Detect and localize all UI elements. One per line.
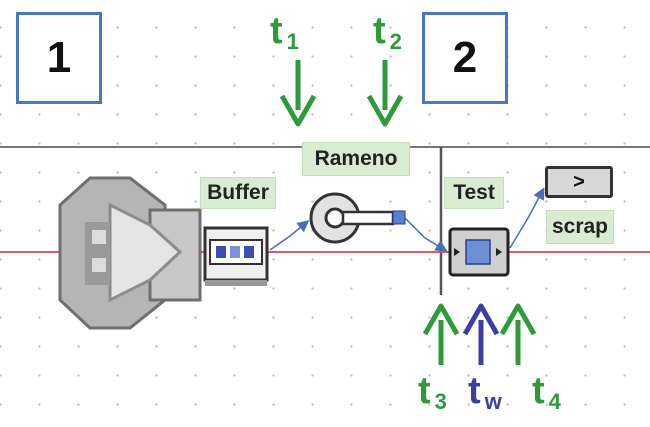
arrow-t1 (279, 60, 317, 127)
source-machine-icon[interactable] (58, 176, 202, 330)
chevron-right-icon: > (573, 170, 585, 193)
zone-1-box: 1 (16, 12, 102, 104)
zone-2-label: 2 (452, 33, 478, 82)
flow-arrow-rameno-test (404, 217, 448, 252)
buffer-label[interactable]: Buffer (200, 177, 276, 209)
flow-arrow-test-scrap (509, 187, 545, 249)
zone-2-box: 2 (422, 12, 508, 104)
buffer-icon[interactable] (203, 226, 269, 286)
scrap-label[interactable]: scrap (546, 210, 614, 244)
zone-1-label: 1 (46, 33, 72, 82)
arrow-tw (462, 303, 500, 365)
test-station-icon[interactable] (448, 227, 510, 277)
rameno-label[interactable]: Rameno (302, 142, 410, 176)
arrow-t4 (499, 303, 537, 365)
flow-arrow-buffer-rameno (269, 220, 310, 251)
arrow-t3 (422, 303, 460, 365)
scrap-button[interactable]: > (545, 166, 613, 198)
rameno-arm-icon[interactable] (309, 192, 406, 244)
test-label[interactable]: Test (444, 177, 504, 209)
arrow-t2 (366, 60, 404, 127)
